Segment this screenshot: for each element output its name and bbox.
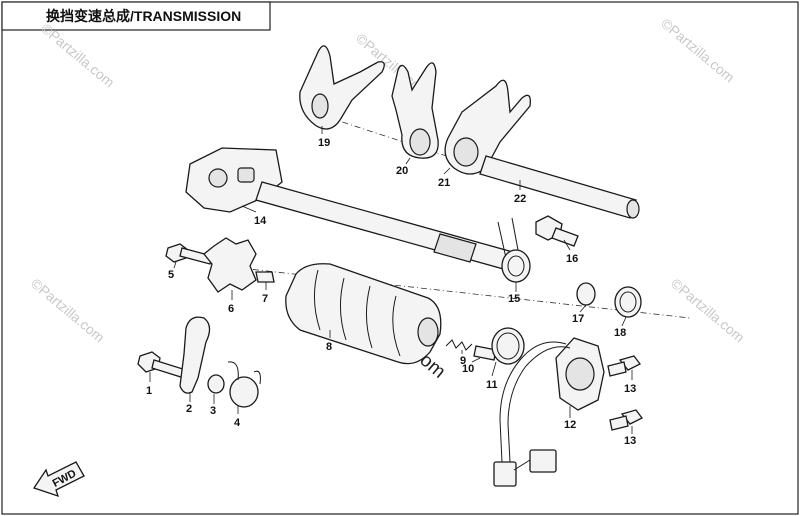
pin-10 — [473, 345, 497, 361]
pin-7 — [255, 271, 275, 283]
callout-11: 11 — [486, 379, 498, 391]
pin-bolt-16 — [535, 215, 579, 247]
return-spring-15 — [497, 217, 531, 283]
shift-fork-20 — [391, 62, 439, 159]
callout-1: 1 — [146, 385, 152, 397]
spring-9 — [445, 339, 473, 351]
fork-shaft-22 — [479, 155, 640, 219]
gearshift-shaft-14 — [185, 147, 521, 273]
front-arrow-label: FWD — [51, 468, 79, 490]
callout-4: 4 — [234, 417, 241, 429]
title-box — [1, 1, 271, 31]
collar-3 — [207, 374, 225, 394]
shift-fork-19 — [299, 45, 385, 130]
callout-19: 19 — [318, 137, 330, 149]
callout-15: 15 — [508, 293, 520, 305]
callout-10: 10 — [462, 363, 474, 375]
callout-7: 7 — [262, 293, 268, 305]
callout-21: 21 — [438, 177, 450, 189]
callout-13-upper: 13 — [624, 383, 636, 395]
gear-position-sensor-12 — [493, 337, 605, 487]
bolt-13-lower — [609, 409, 643, 431]
shift-drum-cam-6 — [203, 237, 257, 293]
bolt-5 — [165, 243, 213, 265]
callout-20: 20 — [396, 165, 408, 177]
watermark: ©Partzilla.com — [668, 275, 748, 345]
watermark: ©Partzilla.com — [38, 20, 118, 90]
callout-14: 14 — [254, 215, 267, 227]
front-direction-arrow: FWD — [32, 461, 85, 498]
callout-18: 18 — [614, 327, 626, 339]
callout-13-lower: 13 — [624, 435, 636, 447]
spring-4 — [227, 361, 261, 408]
o-ring-11-inner — [496, 332, 520, 360]
callout-17: 17 — [572, 313, 584, 325]
bolt-1 — [137, 351, 187, 379]
washer-18 — [614, 286, 642, 318]
watermark: ©Partzilla.com — [658, 15, 738, 85]
callout-16: 16 — [566, 253, 578, 265]
circlip-17 — [576, 282, 596, 306]
callout-5: 5 — [168, 269, 174, 281]
shift-fork-21 — [444, 79, 531, 175]
callout-9: 9 — [460, 355, 466, 367]
callout-22: 22 — [514, 193, 526, 205]
shift-drum-8 — [285, 263, 442, 365]
washer-18-hole — [619, 291, 637, 313]
diagram-title: 换挡变速总成/TRANSMISSION — [46, 8, 241, 24]
watermark: ©Partzilla.com — [28, 275, 108, 345]
drum-axis-line — [239, 267, 691, 319]
leader-lines — [149, 126, 633, 434]
callout-12: 12 — [564, 419, 576, 431]
callout-2: 2 — [186, 403, 192, 415]
bolt-13-upper — [607, 355, 641, 377]
callout-8: 8 — [326, 341, 332, 353]
callout-6: 6 — [228, 303, 234, 315]
shift-arm-2 — [179, 316, 211, 394]
callout-3: 3 — [210, 405, 216, 417]
